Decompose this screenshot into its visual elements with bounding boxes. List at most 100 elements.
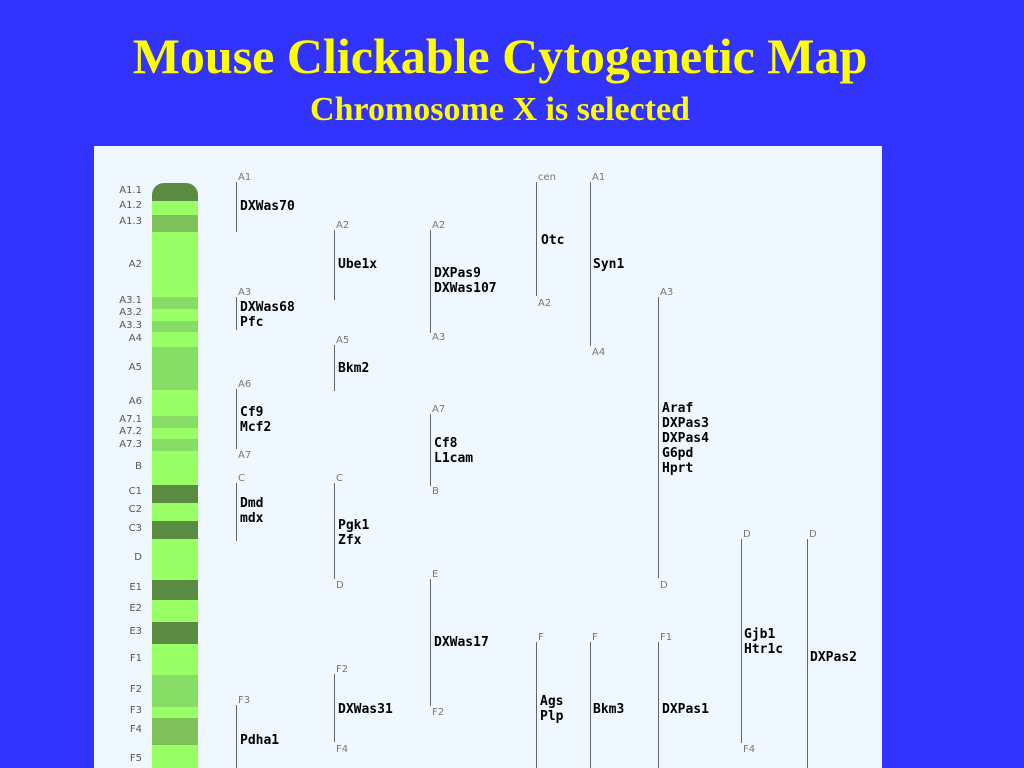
range-line bbox=[334, 483, 335, 579]
band-f1[interactable] bbox=[152, 644, 198, 675]
gene-dxwas68-pfc[interactable]: DXWas68 Pfc bbox=[240, 300, 295, 330]
band-a7-1[interactable] bbox=[152, 416, 198, 428]
band-d[interactable] bbox=[152, 539, 198, 580]
tick-f: F bbox=[538, 632, 544, 643]
band-label-a1-1[interactable]: A1.1 bbox=[119, 185, 142, 196]
range-line bbox=[236, 182, 237, 232]
range-line bbox=[236, 483, 237, 541]
band-label-a3-3[interactable]: A3.3 bbox=[119, 320, 142, 331]
band-f2[interactable] bbox=[152, 675, 198, 707]
tick-f1: F1 bbox=[660, 632, 673, 643]
band-label-a6[interactable]: A6 bbox=[128, 396, 142, 407]
band-label-e2[interactable]: E2 bbox=[129, 603, 142, 614]
gene-ube1x[interactable]: Ube1x bbox=[338, 257, 378, 272]
gene-dxwas17[interactable]: DXWas17 bbox=[434, 635, 489, 650]
band-a3-3[interactable] bbox=[152, 321, 198, 332]
band-c3[interactable] bbox=[152, 521, 198, 539]
band-label-a1-2[interactable]: A1.2 bbox=[119, 200, 142, 211]
gene-ags-plp[interactable]: Ags Plp bbox=[540, 694, 564, 724]
band-label-a5[interactable]: A5 bbox=[128, 362, 142, 373]
tick-e: E bbox=[432, 569, 439, 580]
tick-a3: A3 bbox=[660, 287, 674, 298]
range-line bbox=[536, 182, 537, 296]
tick-f: F bbox=[592, 632, 598, 643]
band-b[interactable] bbox=[152, 451, 198, 485]
band-label-a1-3[interactable]: A1.3 bbox=[119, 216, 142, 227]
band-a7-3[interactable] bbox=[152, 439, 198, 451]
tick-a7: A7 bbox=[238, 450, 252, 461]
band-a1-2[interactable] bbox=[152, 201, 198, 215]
range-line bbox=[334, 345, 335, 391]
band-label-a7-3[interactable]: A7.3 bbox=[119, 439, 142, 450]
band-label-a7-2[interactable]: A7.2 bbox=[119, 426, 142, 437]
band-label-e1[interactable]: E1 bbox=[129, 582, 142, 593]
gene-dxpas9-dxwas107[interactable]: DXPas9 DXWas107 bbox=[434, 266, 497, 296]
gene-otc[interactable]: Otc bbox=[541, 233, 565, 248]
range-line bbox=[741, 539, 742, 743]
tick-a4: A4 bbox=[592, 347, 606, 358]
tick-cen: cen bbox=[538, 172, 556, 183]
band-label-c1[interactable]: C1 bbox=[128, 486, 142, 497]
tick-a2: A2 bbox=[432, 220, 446, 231]
band-a5[interactable] bbox=[152, 347, 198, 390]
band-f5[interactable] bbox=[152, 745, 198, 768]
band-e2[interactable] bbox=[152, 600, 198, 622]
gene-pgk1-zfx[interactable]: Pgk1 Zfx bbox=[338, 518, 370, 548]
gene-pdha1[interactable]: Pdha1 bbox=[240, 733, 280, 748]
gene-dmd-mdx[interactable]: Dmd mdx bbox=[240, 496, 264, 526]
band-a7-2[interactable] bbox=[152, 428, 198, 439]
gene-araf-group[interactable]: Araf DXPas3 DXPas4 G6pd Hprt bbox=[662, 401, 709, 476]
band-a1-1[interactable] bbox=[152, 183, 198, 201]
range-line bbox=[334, 230, 335, 300]
band-c1[interactable] bbox=[152, 485, 198, 503]
band-label-a2[interactable]: A2 bbox=[128, 259, 142, 270]
gene-dxwas31[interactable]: DXWas31 bbox=[338, 702, 393, 717]
range-line bbox=[430, 230, 431, 333]
page-subtitle: Chromosome X is selected bbox=[310, 91, 690, 128]
band-label-f3[interactable]: F3 bbox=[129, 705, 142, 716]
tick-a2: A2 bbox=[538, 298, 552, 309]
band-e3[interactable] bbox=[152, 622, 198, 644]
band-label-f5[interactable]: F5 bbox=[129, 753, 142, 764]
gene-bkm3[interactable]: Bkm3 bbox=[593, 702, 625, 717]
gene-dxpas2[interactable]: DXPas2 bbox=[810, 650, 857, 665]
gene-gjb1-htr1c[interactable]: Gjb1 Htr1c bbox=[744, 627, 784, 657]
tick-f4: F4 bbox=[336, 744, 349, 755]
band-a2[interactable] bbox=[152, 232, 198, 297]
gene-dxwas70[interactable]: DXWas70 bbox=[240, 199, 295, 214]
band-label-b[interactable]: B bbox=[135, 461, 142, 472]
band-a3-1[interactable] bbox=[152, 297, 198, 309]
band-a1-3[interactable] bbox=[152, 215, 198, 232]
band-a3-2[interactable] bbox=[152, 309, 198, 321]
range-line bbox=[430, 579, 431, 706]
band-label-a4[interactable]: A4 bbox=[128, 333, 142, 344]
band-label-e3[interactable]: E3 bbox=[129, 626, 142, 637]
tick-d: D bbox=[660, 580, 668, 591]
range-line bbox=[236, 389, 237, 449]
range-line bbox=[807, 539, 808, 768]
gene-cf8-l1cam[interactable]: Cf8 L1cam bbox=[434, 436, 474, 466]
band-f3[interactable] bbox=[152, 707, 198, 718]
band-a4[interactable] bbox=[152, 332, 198, 347]
band-e1[interactable] bbox=[152, 580, 198, 600]
band-label-c3[interactable]: C3 bbox=[128, 523, 142, 534]
band-a6[interactable] bbox=[152, 390, 198, 416]
band-label-f2[interactable]: F2 bbox=[129, 684, 142, 695]
band-label-a3-2[interactable]: A3.2 bbox=[119, 307, 142, 318]
range-line bbox=[658, 297, 659, 578]
gene-cf9-mcf2[interactable]: Cf9 Mcf2 bbox=[240, 405, 272, 435]
band-f4[interactable] bbox=[152, 718, 198, 745]
map-panel: A1.1 A1.2 A1.3 A2 A3.1 A3.2 A3.3 A4 A5 A… bbox=[94, 146, 882, 768]
gene-bkm2[interactable]: Bkm2 bbox=[338, 361, 370, 376]
band-c2[interactable] bbox=[152, 503, 198, 521]
tick-f3: F3 bbox=[238, 695, 251, 706]
gene-syn1[interactable]: Syn1 bbox=[593, 257, 625, 272]
band-label-a7-1[interactable]: A7.1 bbox=[119, 414, 142, 425]
band-label-f4[interactable]: F4 bbox=[129, 724, 142, 735]
band-label-c2[interactable]: C2 bbox=[128, 504, 142, 515]
gene-dxpas1[interactable]: DXPas1 bbox=[662, 702, 709, 717]
band-label-a3-1[interactable]: A3.1 bbox=[119, 295, 142, 306]
band-label-d[interactable]: D bbox=[134, 552, 142, 563]
chromosome-ideogram[interactable] bbox=[152, 183, 198, 768]
band-label-f1[interactable]: F1 bbox=[129, 653, 142, 664]
